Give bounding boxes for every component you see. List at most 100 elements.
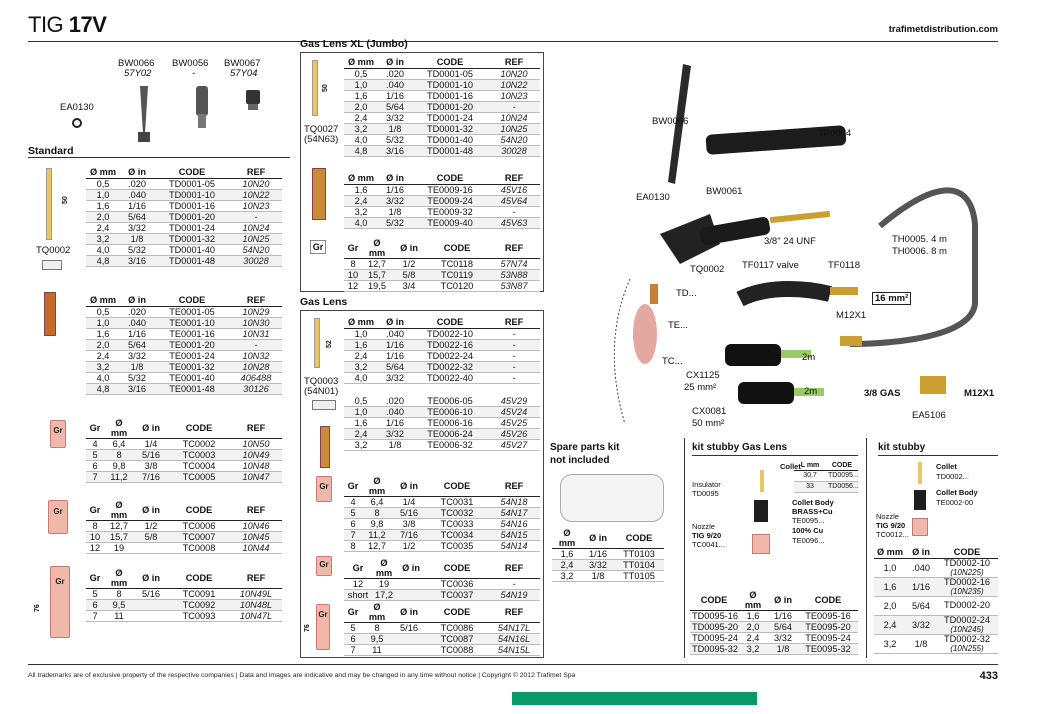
table-cell: 10N22 bbox=[230, 189, 282, 201]
table-cell: 1,6 bbox=[874, 577, 906, 597]
section-gas-lens: Gas Lens bbox=[300, 296, 348, 308]
table-cell: .040 bbox=[378, 406, 412, 419]
th: CODE bbox=[690, 590, 738, 611]
table-cell: 2,4 bbox=[344, 195, 378, 207]
kit-gl-insulator: Insulator bbox=[692, 480, 721, 489]
table-cell: 1/16 bbox=[378, 350, 412, 362]
table-cell: 3/32 bbox=[378, 195, 412, 207]
table-cell: 4,0 bbox=[344, 372, 378, 384]
kit-st-body-code: TE0002-00 bbox=[936, 498, 974, 507]
th: Ø mm bbox=[738, 590, 768, 611]
table-cell: 54N18 bbox=[488, 496, 540, 508]
diag-16mm: 16 mm² bbox=[872, 292, 912, 305]
table-cell: 406488 bbox=[230, 372, 282, 384]
table-cell: TD0002-10(10N225) bbox=[936, 558, 998, 578]
torch-connector bbox=[769, 210, 831, 224]
table-cell: 10N49 bbox=[230, 449, 282, 461]
website-link[interactable]: trafimetdistribution.com bbox=[888, 24, 998, 35]
table-cell: TD0002-32(10N255) bbox=[936, 634, 998, 654]
dinse-plug-2 bbox=[738, 382, 794, 404]
table-cell: 2,4 bbox=[344, 350, 378, 362]
diag-cx0081: CX0081 bbox=[692, 406, 727, 417]
spare-title: Spare parts kit bbox=[550, 442, 620, 453]
table-cell: 2,4 bbox=[874, 615, 906, 635]
table-cell: - bbox=[488, 206, 540, 218]
th: Gr bbox=[86, 500, 104, 521]
table-cell: 1,6 bbox=[552, 548, 582, 560]
table-cell: TD0022-40 bbox=[412, 372, 488, 384]
table-cell: - bbox=[488, 361, 540, 373]
table-cell: - bbox=[488, 101, 540, 113]
table-cell: TD0001-24 bbox=[154, 222, 230, 234]
kit-gl-body-c2: TE0096... bbox=[792, 536, 825, 545]
table-cell: 10N45 bbox=[230, 531, 282, 543]
table-cell: 6 bbox=[344, 518, 362, 530]
ref-text: (10N235) bbox=[950, 586, 984, 596]
green-bar bbox=[512, 692, 757, 705]
kit-st-collet-code: TD0002... bbox=[936, 472, 969, 481]
table-cell: 6 bbox=[344, 633, 362, 645]
table-cell: 8 bbox=[344, 540, 362, 552]
adapter-part bbox=[920, 376, 946, 394]
table-cell: TE0009-16 bbox=[412, 184, 488, 196]
th: CODE bbox=[154, 294, 230, 307]
table-cell: 10N28 bbox=[230, 361, 282, 373]
table-cell: 12,7 bbox=[104, 520, 134, 532]
table-cell: TD0022-10 bbox=[412, 328, 488, 340]
table-cell: 3,2 bbox=[874, 634, 906, 654]
table-cell bbox=[396, 589, 426, 601]
table-cell: 5/16 bbox=[134, 588, 168, 600]
table-cell: 1/16 bbox=[378, 339, 412, 351]
table-cell: 1,0 bbox=[344, 79, 378, 91]
nozzle-icon: Gr bbox=[316, 556, 332, 576]
table-cell: TC0002 bbox=[168, 438, 230, 450]
table-cell: 5/16 bbox=[134, 449, 168, 461]
th: REF bbox=[230, 500, 282, 521]
page-number: 433 bbox=[979, 670, 998, 682]
table-cell: TE0006-24 bbox=[412, 428, 488, 441]
table-cell: 6 bbox=[86, 599, 104, 611]
table-cell: 8 bbox=[362, 622, 392, 634]
collet-icon bbox=[918, 462, 922, 484]
table-cell: 45V64 bbox=[488, 195, 540, 207]
th: REF bbox=[230, 166, 282, 179]
table-cell: 4,0 bbox=[86, 372, 120, 384]
table-cell: TC0034 bbox=[426, 529, 488, 541]
table-cell: short bbox=[344, 589, 372, 601]
table-cell: - bbox=[230, 211, 282, 223]
table-cell: 7/16 bbox=[134, 471, 168, 483]
table-cell: 4,0 bbox=[86, 244, 120, 256]
table-cell: 9,5 bbox=[104, 599, 134, 611]
kit-gl-collet: Collet bbox=[780, 462, 801, 471]
table-cell: 10N24 bbox=[488, 112, 540, 124]
table-cell: 1,6 bbox=[344, 417, 378, 430]
th: CODE bbox=[826, 461, 858, 471]
table-cell: 7 bbox=[86, 471, 104, 483]
collet-body-icon bbox=[44, 292, 56, 336]
table-cell: 10N23 bbox=[230, 200, 282, 212]
table-cell: 10N48 bbox=[230, 460, 282, 472]
table-cell: 1/16 bbox=[120, 328, 154, 340]
table-cell: 3,2 bbox=[86, 233, 120, 245]
table-cell: TD0022-16 bbox=[412, 339, 488, 351]
th: CODE bbox=[426, 476, 488, 497]
table-cell: 8 bbox=[104, 588, 134, 600]
backcap-ref-0: 57Y02 bbox=[124, 68, 152, 79]
table-cell: TD0001-48 bbox=[154, 255, 230, 267]
table-cell: 3/32 bbox=[120, 350, 154, 362]
